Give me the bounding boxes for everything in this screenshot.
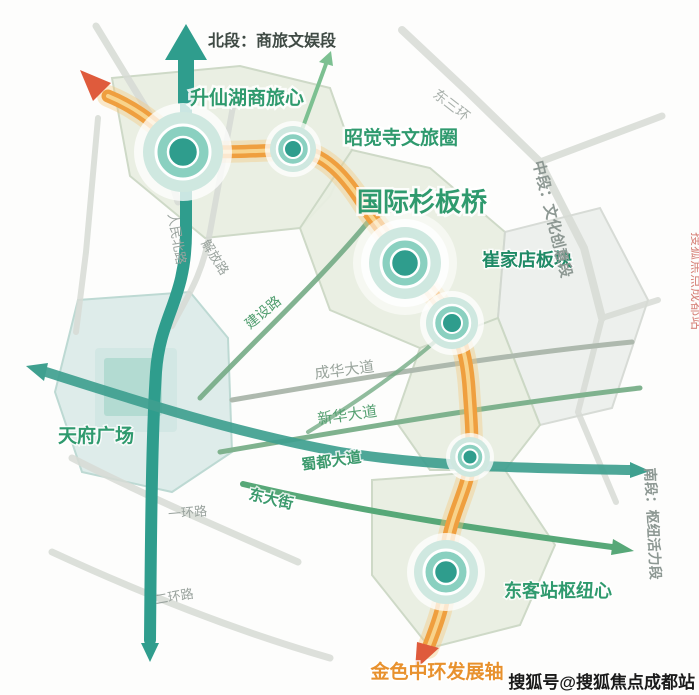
dongkezhan-node [407, 533, 485, 611]
north-arrow-icon [165, 24, 207, 104]
tianfu-label: 天府广场 [58, 424, 134, 447]
gray-road-second-ring [48, 548, 334, 662]
axis-arrow-south-icon [415, 642, 439, 670]
cuijiadian-label: 崔家店板块 [482, 249, 573, 270]
zhaojuesi-label: 昭觉寺文旅圈 [344, 126, 458, 149]
shengxianhu-label: 升仙湖商旅心 [190, 86, 304, 109]
gray-road-jiefang [169, 87, 239, 329]
shanbanqiao-label: 国际杉板桥 [357, 187, 488, 217]
erhuanlu-label: 二环路 [154, 586, 195, 608]
cuijiadian-node [420, 291, 484, 355]
primary-roads [41, 92, 635, 646]
zhaojuesi-node [265, 121, 321, 177]
gray-road-west-vertical [73, 115, 101, 335]
shengxianhu-node [134, 103, 232, 201]
jianshelu-label: 建设路 [242, 293, 284, 332]
gray-road-first-ring [68, 454, 302, 566]
road-arrow-left-icon [26, 363, 48, 381]
gray-road-ne-branch [536, 112, 666, 166]
northeast-arrow-icon [319, 51, 333, 66]
road-jianshe [197, 219, 371, 401]
side-watermark: 搜狐焦点成都站 [689, 232, 699, 330]
southeast-arrow-icon [611, 539, 634, 555]
north-segment-label: 北段：商旅文娱段 [208, 31, 337, 50]
south-segment-label: 南段：枢纽活力段 [642, 467, 664, 580]
yihuanlu-label: 一环路 [168, 503, 208, 521]
road-renminbeilu [144, 92, 192, 646]
bottom-watermark: 搜狐号@搜狐焦点成都站 [508, 672, 695, 692]
hub-nodes [134, 103, 494, 611]
road-shudu [41, 367, 635, 475]
golden-axis-label: 金色中环发展轴 [369, 660, 503, 683]
gray-road-e-branch [599, 297, 661, 321]
dongkezhan-label: 东客站枢纽心 [504, 580, 612, 601]
road-arrow-down-icon [141, 643, 159, 662]
axis-arrow-nw-icon [80, 70, 111, 101]
shanbanqiao-node [353, 211, 457, 315]
road-dongdajie [240, 481, 615, 550]
mid-axis-node [446, 433, 494, 481]
road-chenghua [229, 339, 635, 403]
road-arrow-right-icon [630, 462, 650, 478]
